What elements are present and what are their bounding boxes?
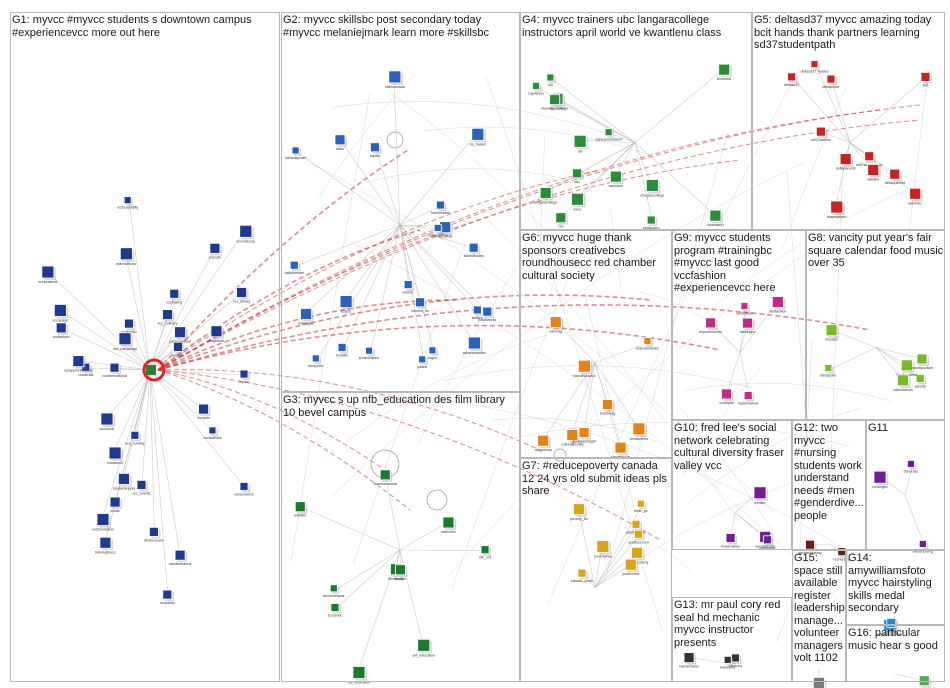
group-title-g15: G15: space still available register lead… <box>794 552 846 665</box>
group-box-g11 <box>866 420 945 550</box>
group-box-g4 <box>520 12 752 230</box>
group-title-g3: G3: myvcc s up nfb_education des film li… <box>283 394 518 419</box>
group-title-g12: G12: two myvcc #nursing students work un… <box>794 422 864 522</box>
group-title-g13: G13: mr paul cory red seal hd mechanic m… <box>674 599 790 649</box>
group-title-g14: G14: amywilliamsfoto myvcc hairstyling s… <box>848 552 945 615</box>
group-title-g1: G1: myvcc #myvcc students s downtown cam… <box>12 14 278 39</box>
group-title-g4: G4: myvcc trainers ubc langaracollege in… <box>522 14 750 39</box>
group-title-g11: G11 <box>868 422 938 435</box>
group-title-g8: G8: vancity put year's fair square calen… <box>808 232 945 270</box>
group-title-g2: G2: myvcc skillsbc post secondary today … <box>283 14 518 39</box>
group-box-g3 <box>281 392 520 682</box>
group-box-g1 <box>10 12 280 682</box>
group-title-g6: G6: myvcc huge thank sponsors creativebc… <box>522 232 670 282</box>
group-title-g7: G7: #reducepoverty canada 12 24 yrs old … <box>522 460 670 498</box>
group-title-g5: G5: deltasd37 myvcc amazing today bcit h… <box>754 14 943 52</box>
group-title-g9: G9: myvcc students program #trainingbc #… <box>674 232 804 295</box>
group-title-g16: G16: particular music hear s good <box>848 627 943 652</box>
group-box-g2 <box>281 12 520 392</box>
group-title-g10: G10: fred lee's social network celebrati… <box>674 422 790 472</box>
